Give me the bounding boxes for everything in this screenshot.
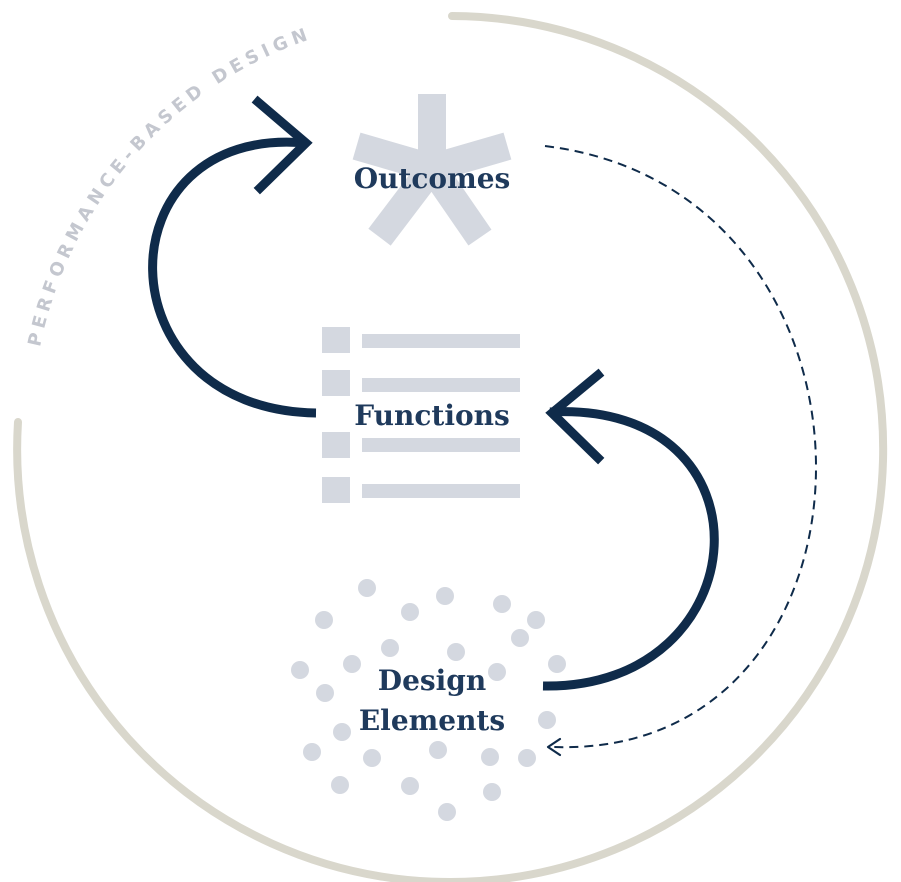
functions-to-outcomes-arrow	[148, 137, 317, 418]
outer-ring	[13, 12, 888, 882]
dot-cluster-icon	[291, 579, 566, 821]
functions-to-outcomes-arrowhead	[251, 95, 313, 195]
list-icon	[322, 327, 520, 503]
design-to-functions-arrow	[542, 407, 719, 691]
arc-caption: PERFORMANCE-BASED DESIGN	[24, 23, 314, 348]
star-icon	[352, 94, 512, 246]
dashed-arrow	[544, 145, 817, 749]
outcomes-label: Outcomes	[354, 162, 511, 195]
functions-label: Functions	[354, 399, 510, 432]
design-elements-label-line2: Elements	[359, 704, 505, 737]
design-to-functions-arrowhead	[545, 368, 605, 465]
dashed-arrow-head	[546, 737, 562, 757]
design-elements-label-line1: Design	[378, 664, 486, 697]
